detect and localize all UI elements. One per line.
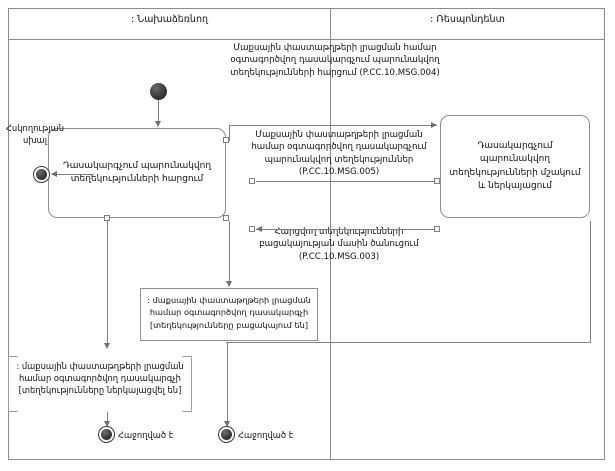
flow-to-note-absent-arrowhead (225, 281, 232, 287)
swimlane-title-respondent: : Ռեսպոնդենտ (430, 14, 505, 25)
flow-presented-to-end-arrowhead (103, 421, 110, 427)
final-node-right-label: Հաջողված է (238, 430, 294, 440)
final-node-left-label: Հաջողված է (118, 430, 174, 440)
flow-msg004-seg-h (229, 125, 437, 126)
flow-request-to-error-end (52, 174, 94, 175)
flow-start-to-request-arrowhead (154, 121, 161, 127)
message-label-msg-005: Մաքսային փաստաթղթերի լրացման համար օգտագ… (251, 130, 427, 178)
activity-request-information[interactable]: Դասակարգչում պարունակվող տեղեկություններ… (48, 128, 226, 218)
message-label-msg-003: Հարցվող տեղեկությունների բացակայության մ… (259, 227, 419, 262)
swimlane-divider (330, 8, 331, 460)
flow-error-arrowhead (51, 170, 57, 177)
flow-note-to-end (227, 342, 228, 428)
swimlane-title-initiator: : Նախաձեռնող (131, 14, 208, 25)
activity-request-label: Դասակարգչում պարունակվող տեղեկություններ… (62, 160, 212, 184)
state-bracket-left (8, 356, 18, 412)
final-node-error (33, 166, 50, 183)
lane-header-divider (8, 39, 605, 40)
flow-msg004-seg-v (229, 125, 230, 141)
activity-process-and-present[interactable]: Դասակարգչում պարունակվող տեղեկություններ… (440, 115, 590, 218)
flow-to-note-absent (229, 221, 230, 281)
port-request-out-left (104, 215, 110, 221)
final-node-left (98, 426, 115, 443)
port-process-out-msg005 (434, 178, 440, 184)
flow-to-state-presented (107, 221, 108, 343)
port-process-out-msg003 (434, 226, 440, 232)
port-request-out-right (223, 215, 229, 221)
flow-process-return-h (226, 342, 590, 343)
state-bracket-right (182, 356, 192, 412)
flow-start-to-request (158, 100, 159, 122)
flow-process-return-v (590, 221, 591, 343)
flow-presented-to-end (107, 412, 108, 428)
flow-msg005-line (256, 181, 436, 182)
note-information-absent-label: : մաքսային փաստաթղթերի լրացման համար օգտ… (147, 295, 311, 330)
note-information-absent: : մաքսային փաստաթղթերի լրացման համար օգտ… (140, 288, 318, 341)
port-request-out-top (223, 137, 229, 143)
flow-msg004-arrowhead (431, 121, 437, 128)
flow-label-control-error: Հսկողության սխալ (5, 123, 65, 146)
flow-note-to-end-arrowhead (223, 421, 230, 427)
flow-to-state-presented-arrowhead (103, 343, 110, 349)
state-label-information-presented: : մաքսային փաստաթղթերի լրացման համար օգտ… (16, 361, 184, 396)
flow-msg003-line (256, 229, 436, 230)
flow-msg003-arrowhead (256, 225, 262, 232)
message-label-msg-004: Մաքսային փաստաթղթերի լրացման համար օգտագ… (230, 43, 440, 78)
port-request-in-msg005 (249, 178, 255, 184)
initial-node (150, 83, 167, 100)
final-node-right (218, 426, 235, 443)
port-request-in-msg003 (249, 226, 255, 232)
activity-process-label: Դասակարգչում պարունակվող տեղեկություններ… (449, 141, 581, 191)
